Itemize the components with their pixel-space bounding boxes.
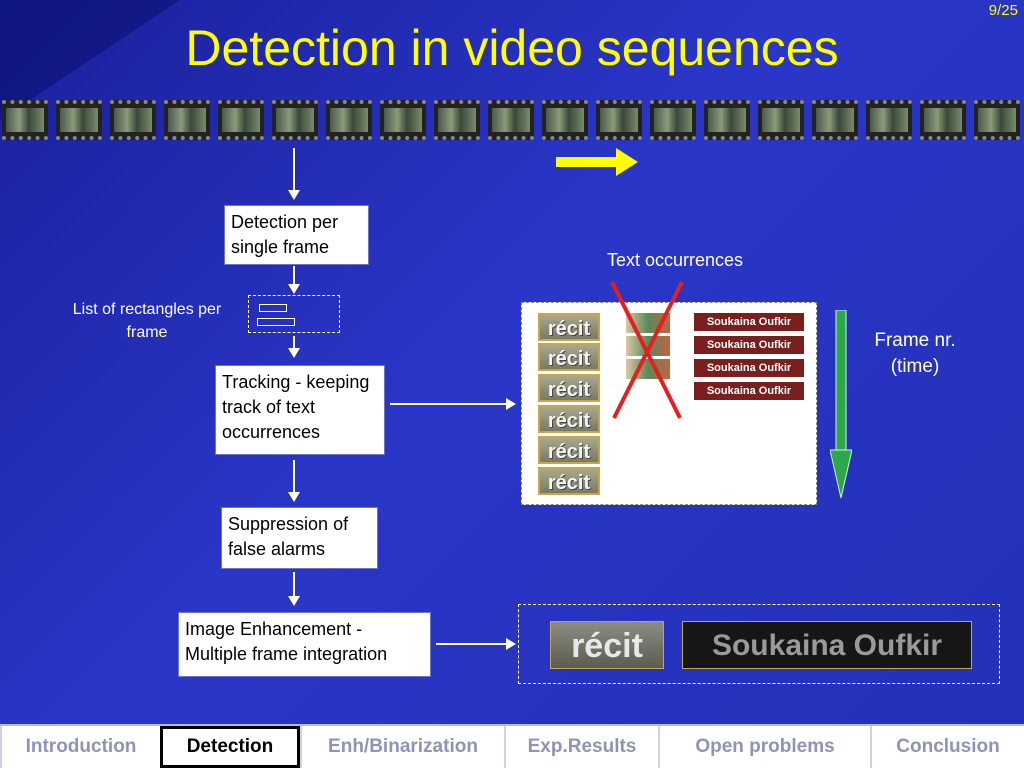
nav-tab-detection[interactable]: Detection	[160, 726, 300, 768]
frame-nr-label: Frame nr. (time)	[874, 330, 956, 377]
arrow-down-icon	[288, 348, 300, 358]
video-frame-thumbnail	[758, 100, 804, 140]
video-frame-thumbnail	[272, 100, 318, 140]
text-occurrences-panel: récit récit récit récit récit récit Souk…	[521, 302, 817, 505]
video-frame-thumbnail	[866, 100, 912, 140]
rectangle-list-icon	[248, 295, 340, 333]
arrow-right-icon	[506, 398, 516, 410]
video-frame-thumbnail	[704, 100, 750, 140]
souk-occurrence: Soukaina Oufkir	[694, 313, 804, 331]
nav-tab-conclusion[interactable]: Conclusion	[870, 726, 1024, 768]
cross-icon	[610, 281, 684, 419]
video-frame-thumbnail	[434, 100, 480, 140]
slide-number: 9/25	[988, 2, 1018, 19]
video-frame-thumbnail	[596, 100, 642, 140]
video-frame-thumbnail	[920, 100, 966, 140]
recit-occurrence: récit	[538, 343, 600, 371]
video-frame-thumbnail	[380, 100, 426, 140]
enhanced-recit-image: récit	[550, 621, 664, 669]
souk-occurrence: Soukaina Oufkir	[694, 382, 804, 400]
recit-occurrence: récit	[538, 405, 600, 433]
video-frame-thumbnail	[164, 100, 210, 140]
flow-line	[293, 460, 295, 492]
flow-line	[390, 403, 506, 405]
video-frame-thumbnail	[974, 100, 1020, 140]
flow-line	[293, 336, 295, 348]
nav-tab-introduction[interactable]: Introduction	[0, 726, 160, 768]
flow-line	[293, 148, 295, 190]
souk-occurrence: Soukaina Oufkir	[694, 359, 804, 377]
nav-tab-open-problems[interactable]: Open problems	[658, 726, 870, 768]
video-frame-thumbnail	[110, 100, 156, 140]
recit-occurrence: récit	[538, 374, 600, 402]
video-frame-thumbnail	[650, 100, 696, 140]
arrow-down-icon	[830, 310, 852, 499]
tracking-step-box: Tracking - keeping track of text occurre…	[215, 365, 385, 455]
arrow-down-icon	[288, 596, 300, 606]
enhancement-step-box: Image Enhancement - Multiple frame integ…	[178, 612, 431, 677]
arrow-down-icon	[288, 492, 300, 502]
arrow-right-icon	[506, 638, 516, 650]
arrow-right-icon	[556, 148, 638, 176]
flow-line	[436, 643, 506, 645]
video-frame-thumbnail	[488, 100, 534, 140]
arrow-down-icon	[288, 284, 300, 294]
video-filmstrip	[0, 100, 1024, 140]
video-frame-thumbnail	[56, 100, 102, 140]
nav-tab-enh-binarization[interactable]: Enh/Binarization	[300, 726, 504, 768]
enhanced-souk-image: Soukaina Oufkir	[682, 621, 972, 669]
recit-occurrence: récit	[538, 436, 600, 464]
section-navigation: Introduction Detection Enh/Binarization …	[0, 724, 1024, 768]
detection-step-box: Detection per single frame	[224, 205, 369, 265]
recit-occurrence: récit	[538, 467, 600, 495]
slide-title: Detection in video sequences	[185, 20, 839, 76]
video-frame-thumbnail	[2, 100, 48, 140]
souk-occurrence: Soukaina Oufkir	[694, 336, 804, 354]
enhanced-result-panel: récit Soukaina Oufkir	[518, 604, 1000, 684]
video-frame-thumbnail	[218, 100, 264, 140]
flow-line	[293, 266, 295, 284]
video-frame-thumbnail	[812, 100, 858, 140]
text-occurrences-label: Text occurrences	[606, 250, 744, 270]
recit-occurrence: récit	[538, 313, 600, 341]
rect-list-label: List of rectangles per frame	[72, 301, 222, 341]
flow-line	[293, 572, 295, 596]
nav-tab-exp-results[interactable]: Exp.Results	[504, 726, 658, 768]
suppression-step-box: Suppression of false alarms	[221, 507, 378, 569]
video-frame-thumbnail	[326, 100, 372, 140]
video-frame-thumbnail	[542, 100, 588, 140]
arrow-down-icon	[288, 190, 300, 200]
